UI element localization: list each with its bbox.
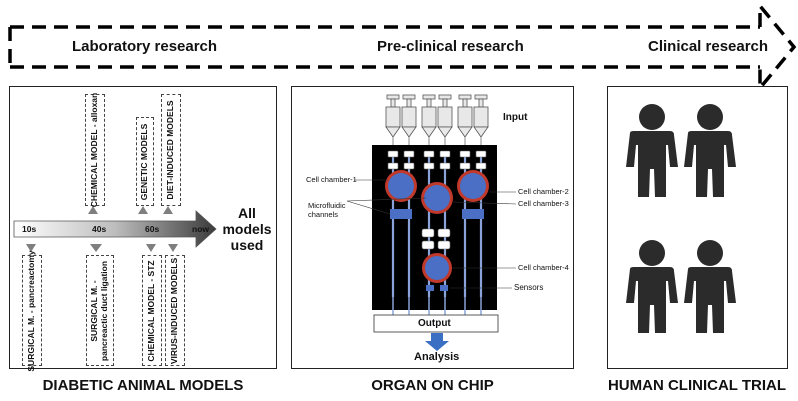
label-diet-induced: DIET-INDUCED MODELS [161,94,181,206]
person-icon [684,240,736,333]
person-icon [684,104,736,197]
syringe-6 [473,94,489,138]
label-cell-chamber-1: Cell chamber-1 [306,175,357,184]
title-animal-models: DIABETIC ANIMAL MODELS [42,377,244,394]
chip-body [372,145,497,310]
tick-10s: 10s [22,224,37,234]
person-icon [626,240,678,333]
title-human-trial: HUMAN CLINICAL TRIAL [607,377,787,394]
syringe-5 [457,94,473,138]
label-genetic-models: GENETIC MODELS [136,117,154,206]
label-surgical-pancreactomy: SURGICAL M. - pancreactomy [22,250,42,371]
cell-chamber-1-shape [385,170,417,202]
syringe-3 [421,94,437,138]
tick-now: now [192,224,209,234]
end-label-line2: models [222,221,272,237]
end-label-line3: used [230,237,264,253]
stage-preclinical: Pre-clinical research [377,38,524,55]
cell-chamber-4-shape [422,253,452,283]
title-organ-on-chip: ORGAN ON CHIP [371,377,494,394]
label-cell-chamber-2: Cell chamber-2 [518,187,569,196]
person-icon [626,104,678,197]
label-analysis: Analysis [414,351,460,363]
label-cell-chamber-3: Cell chamber-3 [518,199,569,208]
tick-40s: 40s [92,224,107,234]
output-box [373,314,499,333]
stage-arrow [8,1,797,93]
chip-diagram [346,94,517,351]
stage-laboratory: Laboratory research [72,38,218,55]
label-surgical-duct-ligation: SURGICAL M. - pancreactic duct ligation [86,255,114,366]
stage-clinical: Clinical research [648,38,769,55]
syringe-1 [385,94,401,138]
organ-on-chip-panel: Input Cell chamber-1 Cell chamber-2 Cell… [291,86,574,369]
analysis-arrow [425,333,449,351]
label-cell-chamber-4: Cell chamber-4 [518,263,569,272]
label-input: Input [503,112,528,123]
timeline-arrow [13,206,217,252]
tick-60s: 60s [145,224,160,234]
human-trial-panel [607,86,788,369]
label-microfluidic-channels: Microfluidic channels [308,201,346,219]
label-chemical-alloxan: CHEMICAL MODEL - alloxan [85,93,105,207]
animal-models-panel: 10s 40s 60s now All models used CHEMICAL… [9,86,277,371]
human-figures [626,104,736,333]
label-virus-induced: VIRUS-INDUCED MODELS [165,255,185,366]
label-output: Output [418,318,451,329]
label-chemical-stz: CHEMICAL MODEL - STZ [142,255,162,366]
cell-chamber-2-shape [457,170,489,202]
label-sensors: Sensors [514,283,544,292]
duct-ligation-text: SURGICAL M. - pancreactic duct ligation [89,260,109,361]
syringe-4 [437,94,453,138]
timeline-end-label: All models used [222,205,272,253]
syringe-2 [401,94,417,138]
cell-chamber-3-shape [421,182,453,214]
end-label-line1: All [238,205,256,221]
